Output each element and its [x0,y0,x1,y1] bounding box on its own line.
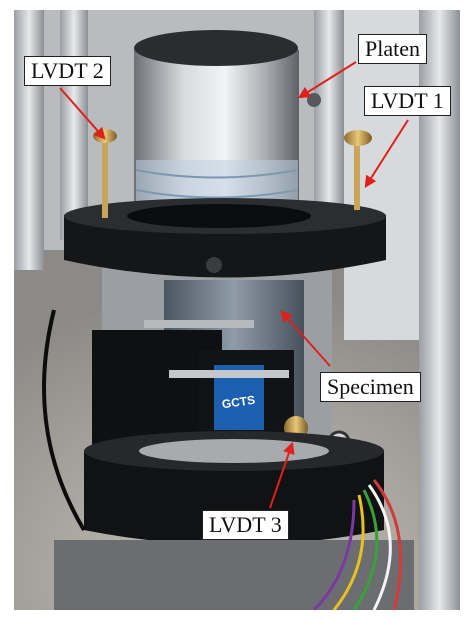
wire-white [367,484,392,610]
wire-purple [312,499,356,610]
label-specimen: Specimen [320,372,421,402]
frame-rod-left [60,10,88,240]
ring-bolt [206,257,222,273]
gcts-logo-text: GCTS [221,393,256,412]
label-lvdt3: LVDT 3 [202,510,289,540]
lvdt1-rod [354,140,360,210]
frame-pole-left [14,10,44,270]
wire-red [372,479,403,610]
lvdt2-rod [102,138,108,218]
spring-rod-top [144,320,254,328]
cable-black [42,309,86,532]
guide-rod [169,370,289,378]
platen-top [134,30,298,66]
wire-yellow [332,494,365,610]
lvdt1-knob [344,130,372,146]
label-platen: Platen [358,34,427,64]
platen-screw [307,93,321,107]
label-lvdt1: LVDT 1 [364,86,451,116]
base-pedestal [84,450,384,545]
lvdt2-knob [93,129,117,143]
label-lvdt2: LVDT 2 [24,56,111,86]
wire-green [352,489,379,610]
